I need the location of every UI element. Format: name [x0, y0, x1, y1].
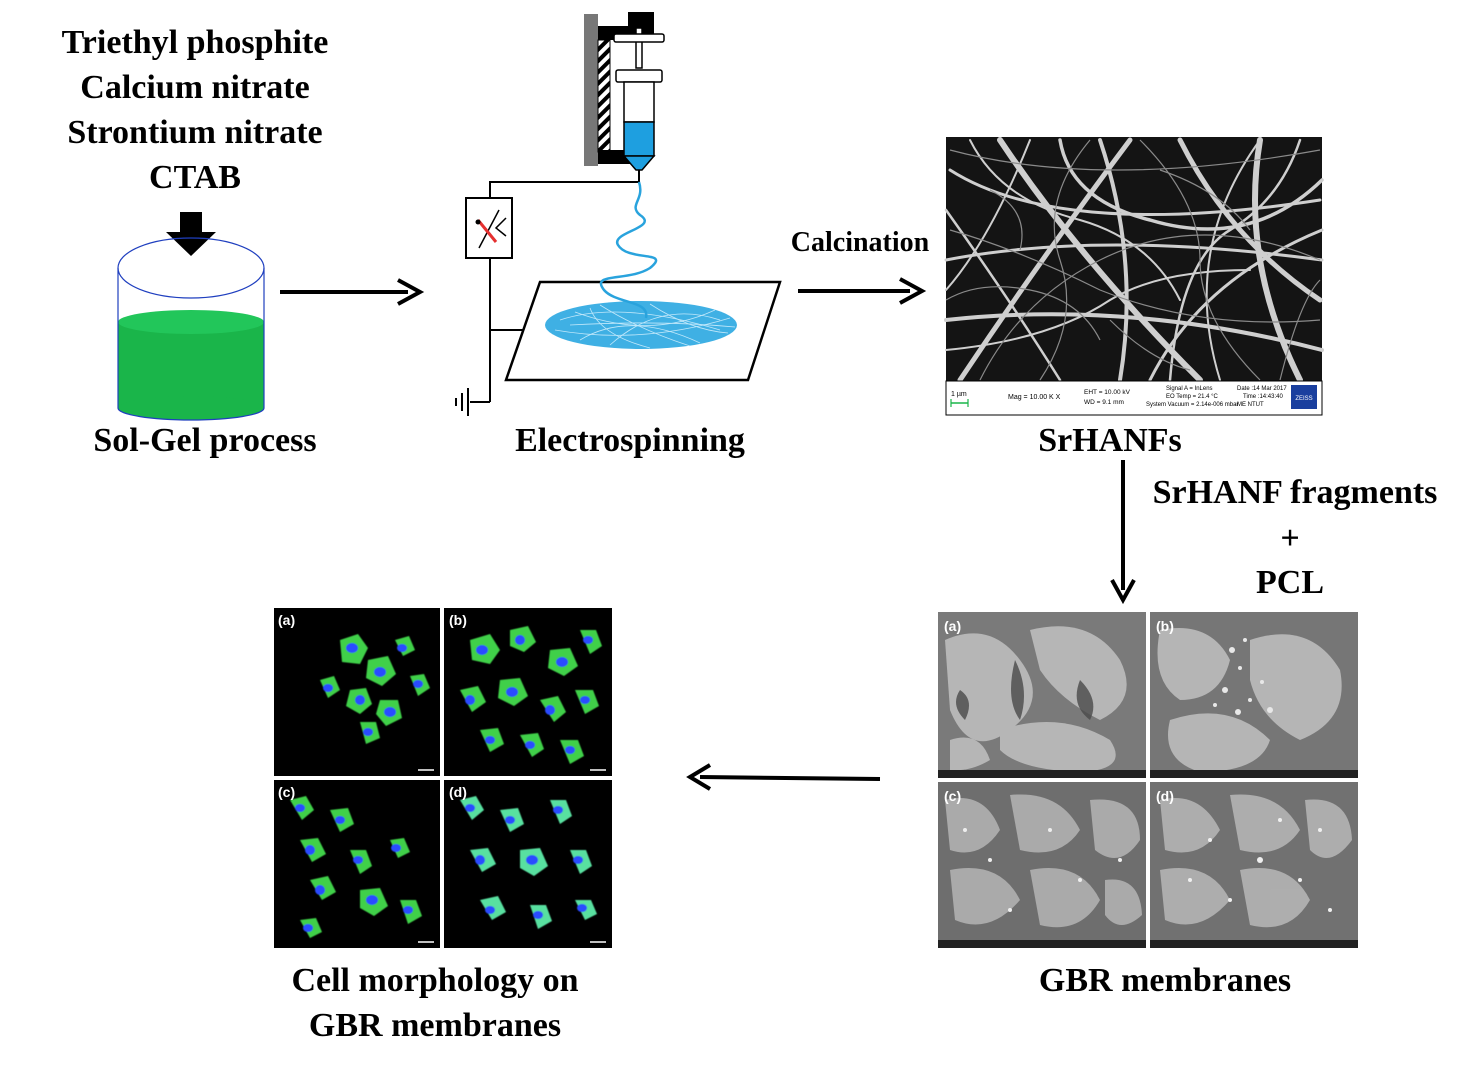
cell-morphology-label-line1: Cell morphology on: [291, 962, 579, 999]
electrospinning-label: Electrospinning: [515, 422, 745, 459]
gbr-panel-c: [938, 782, 1146, 948]
reagent-calcium-nitrate: Calcium nitrate: [80, 69, 310, 106]
reagent-strontium-nitrate: Strontium nitrate: [67, 114, 323, 151]
reagent-list: Triethyl phosphite Calcium nitrate Stron…: [40, 20, 350, 200]
sem-mag: Mag = 10.00 K X: [1008, 394, 1061, 401]
gbr-membranes-label: GBR membranes: [1038, 962, 1292, 999]
gbr-panel-b-tag: (b): [1156, 618, 1174, 634]
sem-wd: WD = 9.1 mm: [1084, 399, 1124, 406]
sem-vacuum: System Vacuum = 2.14e-006 mbar: [1146, 402, 1238, 408]
reagent-triethyl-phosphite: Triethyl phosphite: [61, 24, 329, 61]
cell-panel-d-tag: (d): [449, 784, 467, 800]
sem-eht: EHT = 10.00 kV: [1084, 389, 1131, 396]
cell-panel-c-tag: (c): [278, 784, 295, 800]
gbr-panel-a-tag: (a): [944, 618, 961, 634]
mix-line2-label: PCL: [1256, 564, 1324, 601]
cell-panel-a-tag: (a): [278, 612, 295, 628]
arrow-electrospinning-to-srhanfs: [798, 277, 927, 305]
zeiss-logo: [1291, 385, 1317, 409]
srhanfs-label: SrHANFs: [1038, 422, 1182, 459]
ground-icon: [455, 388, 469, 416]
srhanf-sem-image: 1 µm Mag = 10.00 K X EHT = 10.00 kV WD =…: [944, 137, 1324, 416]
syringe-icon: [613, 27, 665, 182]
sem-lab: ME NTUT: [1237, 402, 1264, 408]
cell-morphology-label-line2: GBR membranes: [308, 1007, 562, 1044]
sem-scale-label: 1 µm: [951, 391, 967, 398]
gbr-panel-c-tag: (c): [944, 788, 961, 804]
sem-eo-temp: EO Temp = 21.4 °C: [1166, 394, 1218, 400]
arrow-gbr-to-cell-morphology: [686, 763, 881, 791]
arrow-srhanfs-to-gbr: [1110, 460, 1136, 605]
cell-morphology-fluorescence-grid: (a) (b) (c) (d): [274, 608, 612, 948]
mix-plus-label: +: [1280, 520, 1300, 557]
sem-signal: Signal A = InLens: [1166, 386, 1213, 392]
gbr-panel-d: [1150, 782, 1358, 948]
solgel-label: Sol-Gel process: [93, 422, 317, 459]
cell-panel-b-tag: (b): [449, 612, 467, 628]
down-arrow-icon: [166, 212, 216, 256]
sem-date: Date :14 Mar 2017: [1237, 386, 1287, 392]
gbr-membranes-sem-grid: (a) (b) (c) (d): [938, 612, 1358, 948]
zeiss-logo-text: ZEISS: [1295, 396, 1312, 402]
sem-time: Time :14:43:40: [1243, 394, 1283, 400]
voltage-source-icon: [465, 197, 513, 259]
beaker-icon: [117, 237, 265, 421]
calcination-label: Calcination: [790, 227, 930, 258]
gbr-panel-a: [938, 612, 1146, 778]
electrospun-jet: [600, 181, 658, 319]
gbr-panel-d-tag: (d): [1156, 788, 1174, 804]
gbr-panel-b: [1150, 612, 1358, 778]
reagent-ctab: CTAB: [149, 159, 241, 196]
mix-line1-label: SrHANF fragments: [1152, 474, 1438, 511]
arrow-solgel-to-electrospinning: [280, 278, 425, 306]
electrospinning-apparatus: [455, 12, 782, 416]
